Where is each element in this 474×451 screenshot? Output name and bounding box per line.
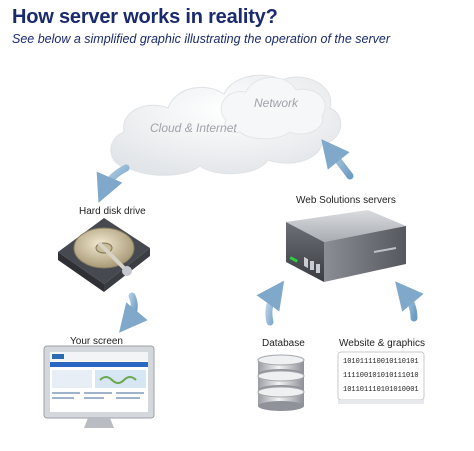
arrow-website-to-server [395,281,424,322]
hard-disk-label: Hard disk drive [79,206,146,217]
database-label: Database [262,338,305,349]
binary-line-2: 111100101010111010 [343,372,419,380]
arrow-database-to-server [256,280,285,326]
cloud-icon [110,74,342,176]
binary-line-3: 101101110101010001 [343,386,419,394]
network-label: Network [254,96,299,110]
binary-line-1: 101011110010110101 [343,358,419,366]
page-title: How server works in reality? [12,6,278,28]
arrow-icon [96,139,424,333]
binary-data: 101011110010110101 111100101010111010 1011… [343,355,419,397]
cloud-label: Cloud & Internet [150,121,237,135]
website-label: Website & graphics [339,338,425,349]
server-label: Web Solutions servers [296,195,396,206]
screen-label: Your screen [70,336,123,347]
page-subtitle: See below a simplified graphic illustrat… [12,32,390,46]
server-icon [286,210,406,282]
database-icon [257,354,305,411]
monitor-icon [43,345,155,428]
document-icon [337,351,425,404]
arrow-cloud-to-disk [96,164,130,203]
hard-disk-icon [58,218,150,292]
arrow-disk-to-screen [119,292,148,333]
arrow-server-to-cloud [321,139,354,180]
